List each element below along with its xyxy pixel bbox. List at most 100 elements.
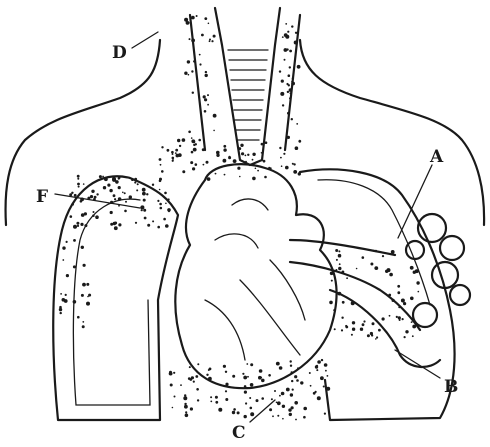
stipple-dot — [73, 225, 77, 229]
stipple-dot — [83, 183, 85, 185]
stipple-dot — [175, 149, 178, 152]
stipple-dot — [81, 246, 84, 249]
stipple-dot — [247, 376, 249, 378]
stipple-dot — [124, 210, 127, 213]
stipple-dot — [110, 223, 113, 226]
stipple-dot — [65, 294, 67, 296]
stipple-dot — [193, 60, 195, 62]
stipple-dot — [198, 139, 201, 142]
stipple-dot — [159, 203, 162, 206]
stipple-dot — [259, 369, 263, 373]
stipple-dot — [264, 176, 267, 179]
stipple-dot — [294, 375, 297, 378]
stipple-dot — [96, 193, 98, 195]
stipple-dot — [171, 151, 174, 154]
stipple-dot — [207, 94, 209, 96]
stipple-dot — [199, 63, 201, 65]
stipple-dot — [136, 189, 138, 191]
stipple-dot — [118, 197, 122, 201]
stipple-dot — [92, 196, 94, 198]
leader-line-a — [398, 165, 432, 238]
stipple-dot — [294, 41, 298, 45]
stipple-dot — [282, 418, 284, 420]
stipple-dot — [280, 157, 282, 159]
stipple-dot — [172, 407, 174, 409]
stipple-dot — [172, 157, 175, 160]
stipple-dot — [290, 365, 292, 367]
stipple-dot — [330, 272, 334, 276]
stipple-dot — [396, 316, 398, 318]
stipple-dot — [205, 71, 207, 73]
stipple-dot — [146, 193, 148, 195]
stipple-dot — [137, 183, 139, 185]
stipple-dot — [276, 362, 280, 366]
stipple-dot — [83, 264, 86, 267]
stipple-dot — [88, 294, 91, 297]
stipple-dot — [363, 320, 365, 322]
heart — [175, 164, 336, 388]
stipple-dot — [324, 413, 326, 415]
stipple-dot — [317, 396, 321, 400]
stipple-dot — [210, 396, 212, 398]
stipple-dot — [403, 302, 406, 305]
stipple-dot — [77, 175, 80, 178]
stipple-dot — [82, 321, 84, 323]
stipple-dot — [289, 413, 292, 416]
stipple-dot — [91, 190, 94, 193]
stipple-dot — [95, 215, 99, 219]
stipple-dot — [387, 268, 391, 272]
stipple-dot — [298, 140, 301, 143]
stipple-dot — [324, 363, 328, 367]
stipple-dot — [76, 222, 79, 225]
stipple-dot — [362, 256, 365, 259]
stipple-dot — [184, 405, 188, 409]
stipple-dot — [82, 325, 85, 328]
label-d: D — [112, 43, 127, 63]
stipple-dot — [326, 387, 330, 391]
stipple-dot — [185, 411, 187, 413]
stipple-dot — [351, 334, 353, 336]
stipple-dot — [223, 365, 226, 368]
stipple-dot — [152, 220, 154, 222]
left-lung-inner — [73, 199, 150, 405]
stipple-dot — [277, 401, 281, 405]
right-lung — [300, 169, 455, 420]
stipple-dot — [315, 365, 318, 368]
stipple-dot — [104, 177, 108, 181]
stipple-dot — [87, 197, 90, 200]
stipple-dot — [142, 188, 146, 192]
stipple-dot — [161, 146, 163, 148]
stipple-dot — [185, 414, 189, 418]
stipple-dot — [338, 267, 341, 270]
stipple-dot — [292, 77, 294, 79]
stipple-dot — [223, 148, 226, 151]
stipple-dot — [225, 383, 228, 386]
stipple-dot — [274, 390, 276, 392]
stipple-dot — [142, 192, 146, 196]
stipple-dot — [351, 301, 355, 305]
stipple-dot — [342, 271, 345, 274]
stipple-dot — [382, 317, 385, 320]
stipple-dot — [287, 31, 289, 33]
stipple-dot — [292, 389, 294, 391]
stipple-dot — [215, 396, 218, 399]
stipple-dot — [167, 149, 170, 152]
stipple-dot — [252, 153, 255, 156]
stipple-dot — [252, 177, 256, 181]
stipple-dot — [191, 376, 194, 379]
stipple-dot — [115, 180, 119, 184]
stipple-dot — [196, 15, 198, 17]
stipple-dot — [309, 372, 311, 374]
stipple-dot — [356, 268, 358, 270]
stipple-dot — [291, 25, 293, 27]
stipple-dot — [261, 397, 264, 400]
stipple-dot — [271, 398, 273, 400]
stipple-dot — [118, 177, 120, 179]
stipple-dot — [300, 381, 303, 384]
stipple-dot — [177, 139, 180, 142]
stipple-dot — [334, 328, 336, 330]
stipple-dot — [206, 161, 209, 164]
stipple-dot — [196, 388, 199, 391]
stipple-dot — [405, 330, 408, 333]
stipple-dot — [82, 283, 86, 287]
